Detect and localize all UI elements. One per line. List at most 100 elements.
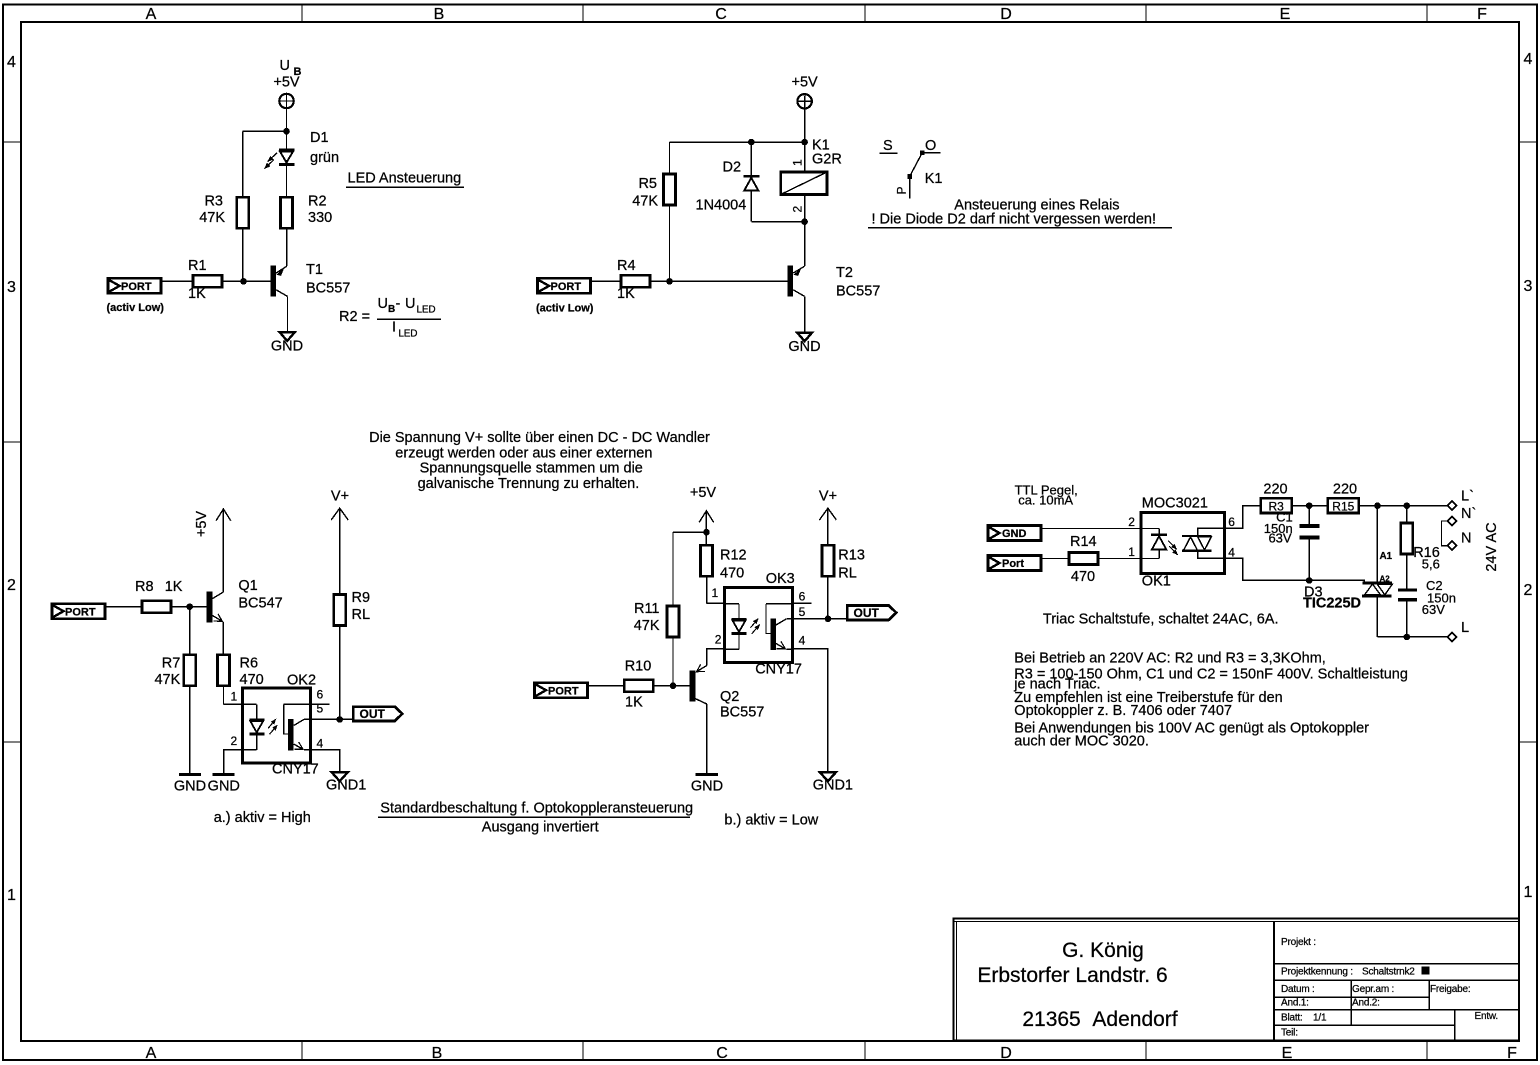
svg-text:1N4004: 1N4004 — [696, 198, 747, 214]
svg-text:Zu empfehlen ist eine Treibers: Zu empfehlen ist eine Treiberstufe für d… — [1014, 690, 1282, 706]
svg-text:Teil:: Teil: — [1281, 1028, 1298, 1039]
svg-text:G. König: G. König — [1062, 939, 1144, 962]
svg-text:A2: A2 — [1380, 575, 1391, 584]
svg-text:47K: 47K — [634, 618, 660, 634]
svg-text:E: E — [1282, 1045, 1293, 1062]
svg-text:Gepr.am :: Gepr.am : — [1352, 984, 1394, 995]
svg-text:47K: 47K — [199, 210, 225, 226]
svg-text:B: B — [388, 304, 395, 315]
svg-text:RL: RL — [352, 607, 371, 623]
svg-text:2: 2 — [715, 633, 722, 647]
svg-text:LED Ansteuerung: LED Ansteuerung — [348, 171, 462, 187]
svg-text:1K: 1K — [617, 286, 635, 302]
svg-text:Projektkennung :: Projektkennung : — [1281, 967, 1353, 978]
svg-text:U: U — [405, 296, 415, 312]
svg-text:Optokoppler z. B. 7406 oder 74: Optokoppler z. B. 7406 oder 7407 — [1014, 703, 1232, 719]
svg-text:R2 =: R2 = — [339, 309, 370, 325]
svg-text:B: B — [294, 66, 302, 78]
svg-text:1: 1 — [712, 586, 719, 600]
svg-text:B: B — [432, 1045, 443, 1062]
svg-text:4: 4 — [317, 737, 324, 751]
svg-text:Freigabe:: Freigabe: — [1430, 984, 1470, 995]
svg-text:GND: GND — [788, 339, 820, 355]
svg-text:OK1: OK1 — [1142, 574, 1171, 590]
svg-text:BC557: BC557 — [306, 281, 350, 297]
svg-text:CNY17: CNY17 — [755, 661, 802, 677]
svg-text:4: 4 — [7, 54, 16, 71]
svg-text:+5V: +5V — [273, 75, 300, 91]
svg-text:470: 470 — [720, 565, 744, 581]
svg-text:BC547: BC547 — [238, 596, 282, 612]
svg-text:OUT: OUT — [854, 606, 880, 620]
svg-text:V+: V+ — [819, 489, 837, 505]
svg-text:1: 1 — [791, 159, 805, 166]
svg-text:R12: R12 — [720, 547, 747, 563]
svg-text:R5: R5 — [638, 176, 657, 192]
svg-text:Änd.1:: Änd.1: — [1281, 997, 1309, 1009]
svg-text:O: O — [925, 138, 936, 154]
svg-text:L: L — [1461, 620, 1469, 636]
svg-text:Spannungsquelle stammen um die: Spannungsquelle stammen um die — [420, 461, 643, 477]
svg-text:grün: grün — [310, 150, 339, 166]
svg-text:-: - — [396, 296, 401, 312]
svg-text:D1: D1 — [310, 130, 329, 146]
svg-text:je nach Triac.: je nach Triac. — [1013, 677, 1100, 693]
svg-text:3: 3 — [1524, 278, 1533, 295]
svg-text:220: 220 — [1263, 481, 1287, 497]
svg-text:! Die Diode D2 darf nicht verg: ! Die Diode D2 darf nicht vergessen werd… — [872, 211, 1157, 227]
svg-text:Die Spannung V+ sollte über ei: Die Spannung V+ sollte über einen DC - D… — [369, 430, 710, 446]
svg-text:47K: 47K — [154, 672, 180, 688]
svg-text:LED: LED — [398, 328, 417, 339]
svg-text:5: 5 — [799, 605, 806, 619]
svg-text:PORT: PORT — [121, 281, 152, 293]
svg-text:K1: K1 — [925, 171, 943, 187]
svg-text:U: U — [280, 58, 290, 74]
svg-text:A: A — [146, 1045, 157, 1062]
svg-text:GND1: GND1 — [813, 778, 853, 794]
svg-text:GND: GND — [691, 779, 723, 795]
svg-text:1: 1 — [1524, 884, 1533, 901]
svg-text:4: 4 — [799, 634, 806, 648]
svg-text:R15: R15 — [1332, 500, 1354, 514]
svg-text:b.) aktiv = Low: b.) aktiv = Low — [724, 812, 818, 828]
svg-text:1/1: 1/1 — [1313, 1012, 1327, 1023]
svg-text:R3 = 100-150 Ohm, C1 und C2 =: R3 = 100-150 Ohm, C1 und C2 = 150nF 400V… — [1014, 667, 1408, 683]
svg-text:R8: R8 — [135, 579, 154, 595]
svg-text:2: 2 — [231, 734, 238, 748]
svg-text:D3: D3 — [1304, 584, 1323, 600]
svg-text:3: 3 — [7, 279, 16, 296]
svg-text:R9: R9 — [352, 590, 371, 606]
svg-text:6: 6 — [1228, 515, 1235, 529]
svg-text:E: E — [1280, 6, 1291, 23]
svg-text:1: 1 — [1128, 545, 1135, 559]
svg-text:auch der MOC 3020.: auch der MOC 3020. — [1014, 734, 1149, 750]
svg-text:R16: R16 — [1413, 545, 1440, 561]
svg-text:V+: V+ — [331, 489, 349, 505]
svg-text:4: 4 — [1524, 51, 1533, 68]
svg-text:470: 470 — [1071, 569, 1095, 585]
svg-text:I: I — [392, 319, 396, 335]
svg-text:4: 4 — [1228, 546, 1235, 560]
svg-text:1K: 1K — [625, 695, 643, 711]
svg-text:Datum :: Datum : — [1281, 984, 1315, 995]
svg-text:galvanische Trennung zu erhalt: galvanische Trennung zu erhalten. — [418, 476, 640, 492]
svg-text:GND: GND — [1002, 528, 1027, 540]
svg-text:T1: T1 — [306, 262, 323, 278]
svg-text:R6: R6 — [240, 656, 259, 672]
svg-text:D: D — [1000, 1045, 1012, 1062]
svg-text:+5V: +5V — [194, 511, 210, 538]
svg-text:D2: D2 — [723, 160, 742, 176]
svg-text:OK3: OK3 — [766, 571, 795, 587]
svg-text:GND: GND — [208, 779, 240, 795]
svg-text:63V: 63V — [1268, 531, 1291, 546]
svg-text:Standardbeschaltung f. Optokop: Standardbeschaltung f. Optokoppleransteu… — [380, 800, 693, 816]
svg-text:LED: LED — [417, 305, 436, 316]
svg-text:PORT: PORT — [551, 281, 582, 293]
svg-text:K1: K1 — [812, 138, 830, 154]
svg-text:6: 6 — [799, 590, 806, 604]
svg-text:C2: C2 — [1426, 578, 1443, 593]
svg-text:erzeugt werden oder aus einer: erzeugt werden oder aus einer externen — [395, 446, 652, 462]
svg-text:Entw.: Entw. — [1475, 1011, 1498, 1022]
svg-text:150n: 150n — [1427, 591, 1456, 606]
svg-text:Projekt :: Projekt : — [1281, 937, 1316, 948]
